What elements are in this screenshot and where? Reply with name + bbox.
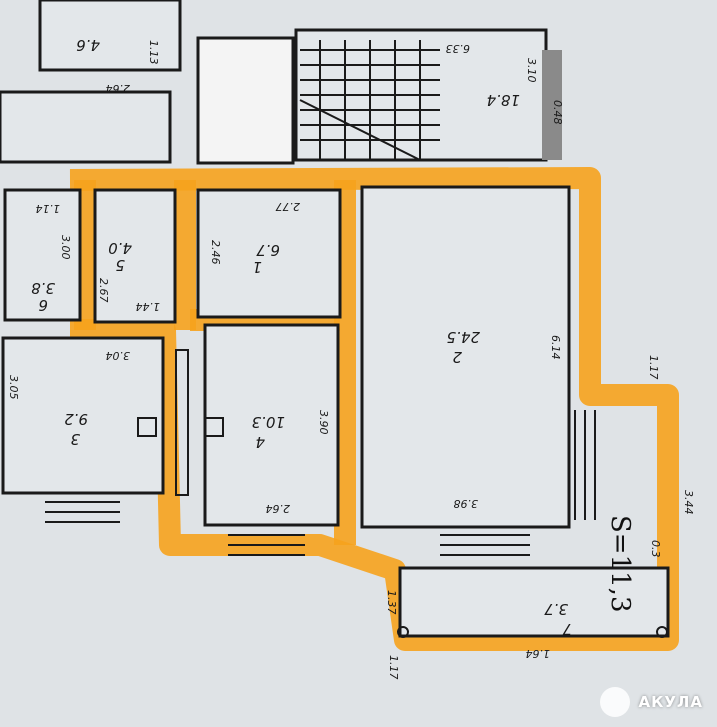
room-5-area: 4.0 bbox=[108, 239, 132, 257]
dim-room-7-width: 1.64 bbox=[526, 647, 551, 660]
rooms bbox=[1, 185, 670, 638]
room-3-number: 3 bbox=[70, 430, 80, 448]
room-3-area: 9.2 bbox=[64, 410, 88, 428]
room-7 bbox=[398, 566, 670, 638]
watermark-logo: АКУЛА bbox=[600, 687, 703, 717]
room-5 bbox=[93, 188, 177, 324]
dim-column: 0.48 bbox=[551, 100, 564, 125]
corner-marker bbox=[397, 626, 409, 638]
room-4 bbox=[203, 323, 340, 527]
room-1-area: 6.7 bbox=[256, 241, 280, 259]
upper-room-left bbox=[38, 0, 182, 72]
upper-room-left-label: 4.6 bbox=[76, 36, 100, 54]
room-1 bbox=[196, 188, 342, 319]
chimney-room-3 bbox=[137, 417, 157, 437]
upper-section: 4.6 18.4 bbox=[0, 0, 562, 165]
dim-room-5-height: 2.67 bbox=[97, 278, 110, 303]
room-7-area: 3.7 bbox=[544, 600, 568, 618]
room-5-number: 5 bbox=[115, 256, 125, 274]
handwritten-total-area: S=11,3 bbox=[605, 515, 635, 613]
dim-balcony-thickness: 0.3 bbox=[649, 540, 662, 558]
room-2-number: 2 bbox=[452, 348, 462, 366]
stairwell-label: 18.4 bbox=[487, 91, 520, 109]
room-6-number: 6 bbox=[38, 296, 48, 314]
upper-corridor bbox=[0, 90, 172, 164]
wall-column bbox=[542, 50, 562, 160]
dim-stairwell-width: 6.33 bbox=[446, 42, 471, 55]
dim-room-6-width: 1.14 bbox=[36, 202, 61, 215]
apartment-highlight bbox=[69, 167, 679, 651]
room-6-area: 3.8 bbox=[31, 279, 55, 297]
dim-stairwell-height: 3.10 bbox=[525, 58, 538, 83]
dim-room-1-height: 2.46 bbox=[209, 240, 222, 265]
dim-upper-left: 1.13 bbox=[147, 40, 160, 65]
corner-marker bbox=[656, 626, 668, 638]
room-labels: 6 3.8 5 4.0 1 6.7 2 24.5 3 9.2 4 10.3 7 … bbox=[31, 239, 572, 638]
stair-landing bbox=[196, 36, 295, 165]
room-4-number: 4 bbox=[255, 433, 265, 451]
dim-room-3-width: 3.04 bbox=[106, 349, 131, 362]
dim-balcony-bottom: 1.17 bbox=[387, 655, 400, 680]
dim-room-5-width: 1.44 bbox=[136, 300, 161, 313]
stair-steps bbox=[299, 40, 440, 161]
dim-room-4-height: 3.90 bbox=[317, 410, 330, 435]
chimney-room-4 bbox=[204, 417, 224, 437]
vent-duct bbox=[175, 349, 189, 496]
room-2 bbox=[360, 185, 571, 529]
room-1-number: 1 bbox=[252, 258, 262, 276]
dim-room-7-height: 1.37 bbox=[385, 590, 398, 615]
dim-room-1-width: 2.77 bbox=[276, 200, 301, 213]
dim-room-2-height: 6.14 bbox=[549, 335, 562, 360]
dim-upper-corridor: 2.64 bbox=[106, 82, 131, 95]
room-2-area: 24.5 bbox=[447, 328, 480, 346]
dim-room-6-height: 3.00 bbox=[59, 235, 72, 260]
dim-balcony-length: 3.44 bbox=[682, 490, 695, 515]
window-openings bbox=[45, 410, 596, 556]
room-4-area: 10.3 bbox=[252, 413, 285, 431]
logo-icon bbox=[600, 687, 631, 717]
dim-balcony-top: 1.17 bbox=[647, 355, 660, 380]
dimension-labels: 2.77 2.46 6.14 3.98 3.04 3.05 3.90 2.64 … bbox=[7, 40, 695, 680]
dim-room-2-width: 3.98 bbox=[454, 497, 479, 510]
watermark-text: АКУЛА bbox=[638, 693, 703, 711]
room-3 bbox=[1, 336, 165, 495]
room-6 bbox=[3, 188, 82, 322]
dim-room-4-width: 2.64 bbox=[266, 502, 291, 515]
dim-room-3-height: 3.05 bbox=[7, 375, 20, 400]
room-7-number: 7 bbox=[562, 620, 572, 638]
